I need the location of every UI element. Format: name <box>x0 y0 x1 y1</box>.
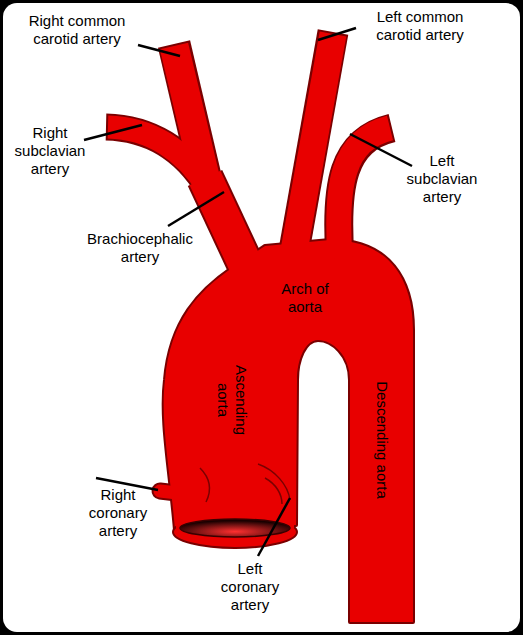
label-text: Left common carotid artery <box>355 8 485 44</box>
label-text: Right subclavian artery <box>7 124 93 178</box>
label-text: Left subclavian artery <box>397 152 487 206</box>
left-coronary-mark <box>265 478 282 504</box>
label-text: Left coronary artery <box>210 560 290 614</box>
leader-line <box>84 125 142 140</box>
leader-line <box>350 134 412 166</box>
right-coronary-outline <box>160 491 185 494</box>
leader-line <box>168 192 224 226</box>
label-text: Right coronary artery <box>78 486 158 540</box>
aorta-body <box>164 240 413 622</box>
leader-line <box>138 45 180 56</box>
label-text: Ascending aorta <box>214 355 250 445</box>
label-text: Descending aorta <box>373 355 391 525</box>
left-subclavian-outline <box>339 128 392 258</box>
brachiocephalic-outline <box>205 178 255 285</box>
right-coronary-mark <box>200 468 209 502</box>
leader-lines <box>84 28 412 556</box>
left-coronary-mark <box>258 464 290 500</box>
right-coronary <box>160 491 186 494</box>
aorta-outline <box>164 240 413 622</box>
vessel-outline <box>106 32 413 622</box>
coronary-marks <box>200 464 290 504</box>
background-panel <box>3 3 520 632</box>
label-text: Brachiocephalic artery <box>80 230 200 266</box>
label-text: Right common carotid artery <box>12 12 142 48</box>
vessel-fill <box>108 34 413 622</box>
leader-line <box>258 498 290 556</box>
brachiocephalic-artery <box>205 178 255 285</box>
left-subclavian <box>339 128 390 258</box>
leader-line <box>318 28 356 40</box>
right-subclavian <box>108 127 208 188</box>
label-text: Arch of aorta <box>270 280 340 316</box>
